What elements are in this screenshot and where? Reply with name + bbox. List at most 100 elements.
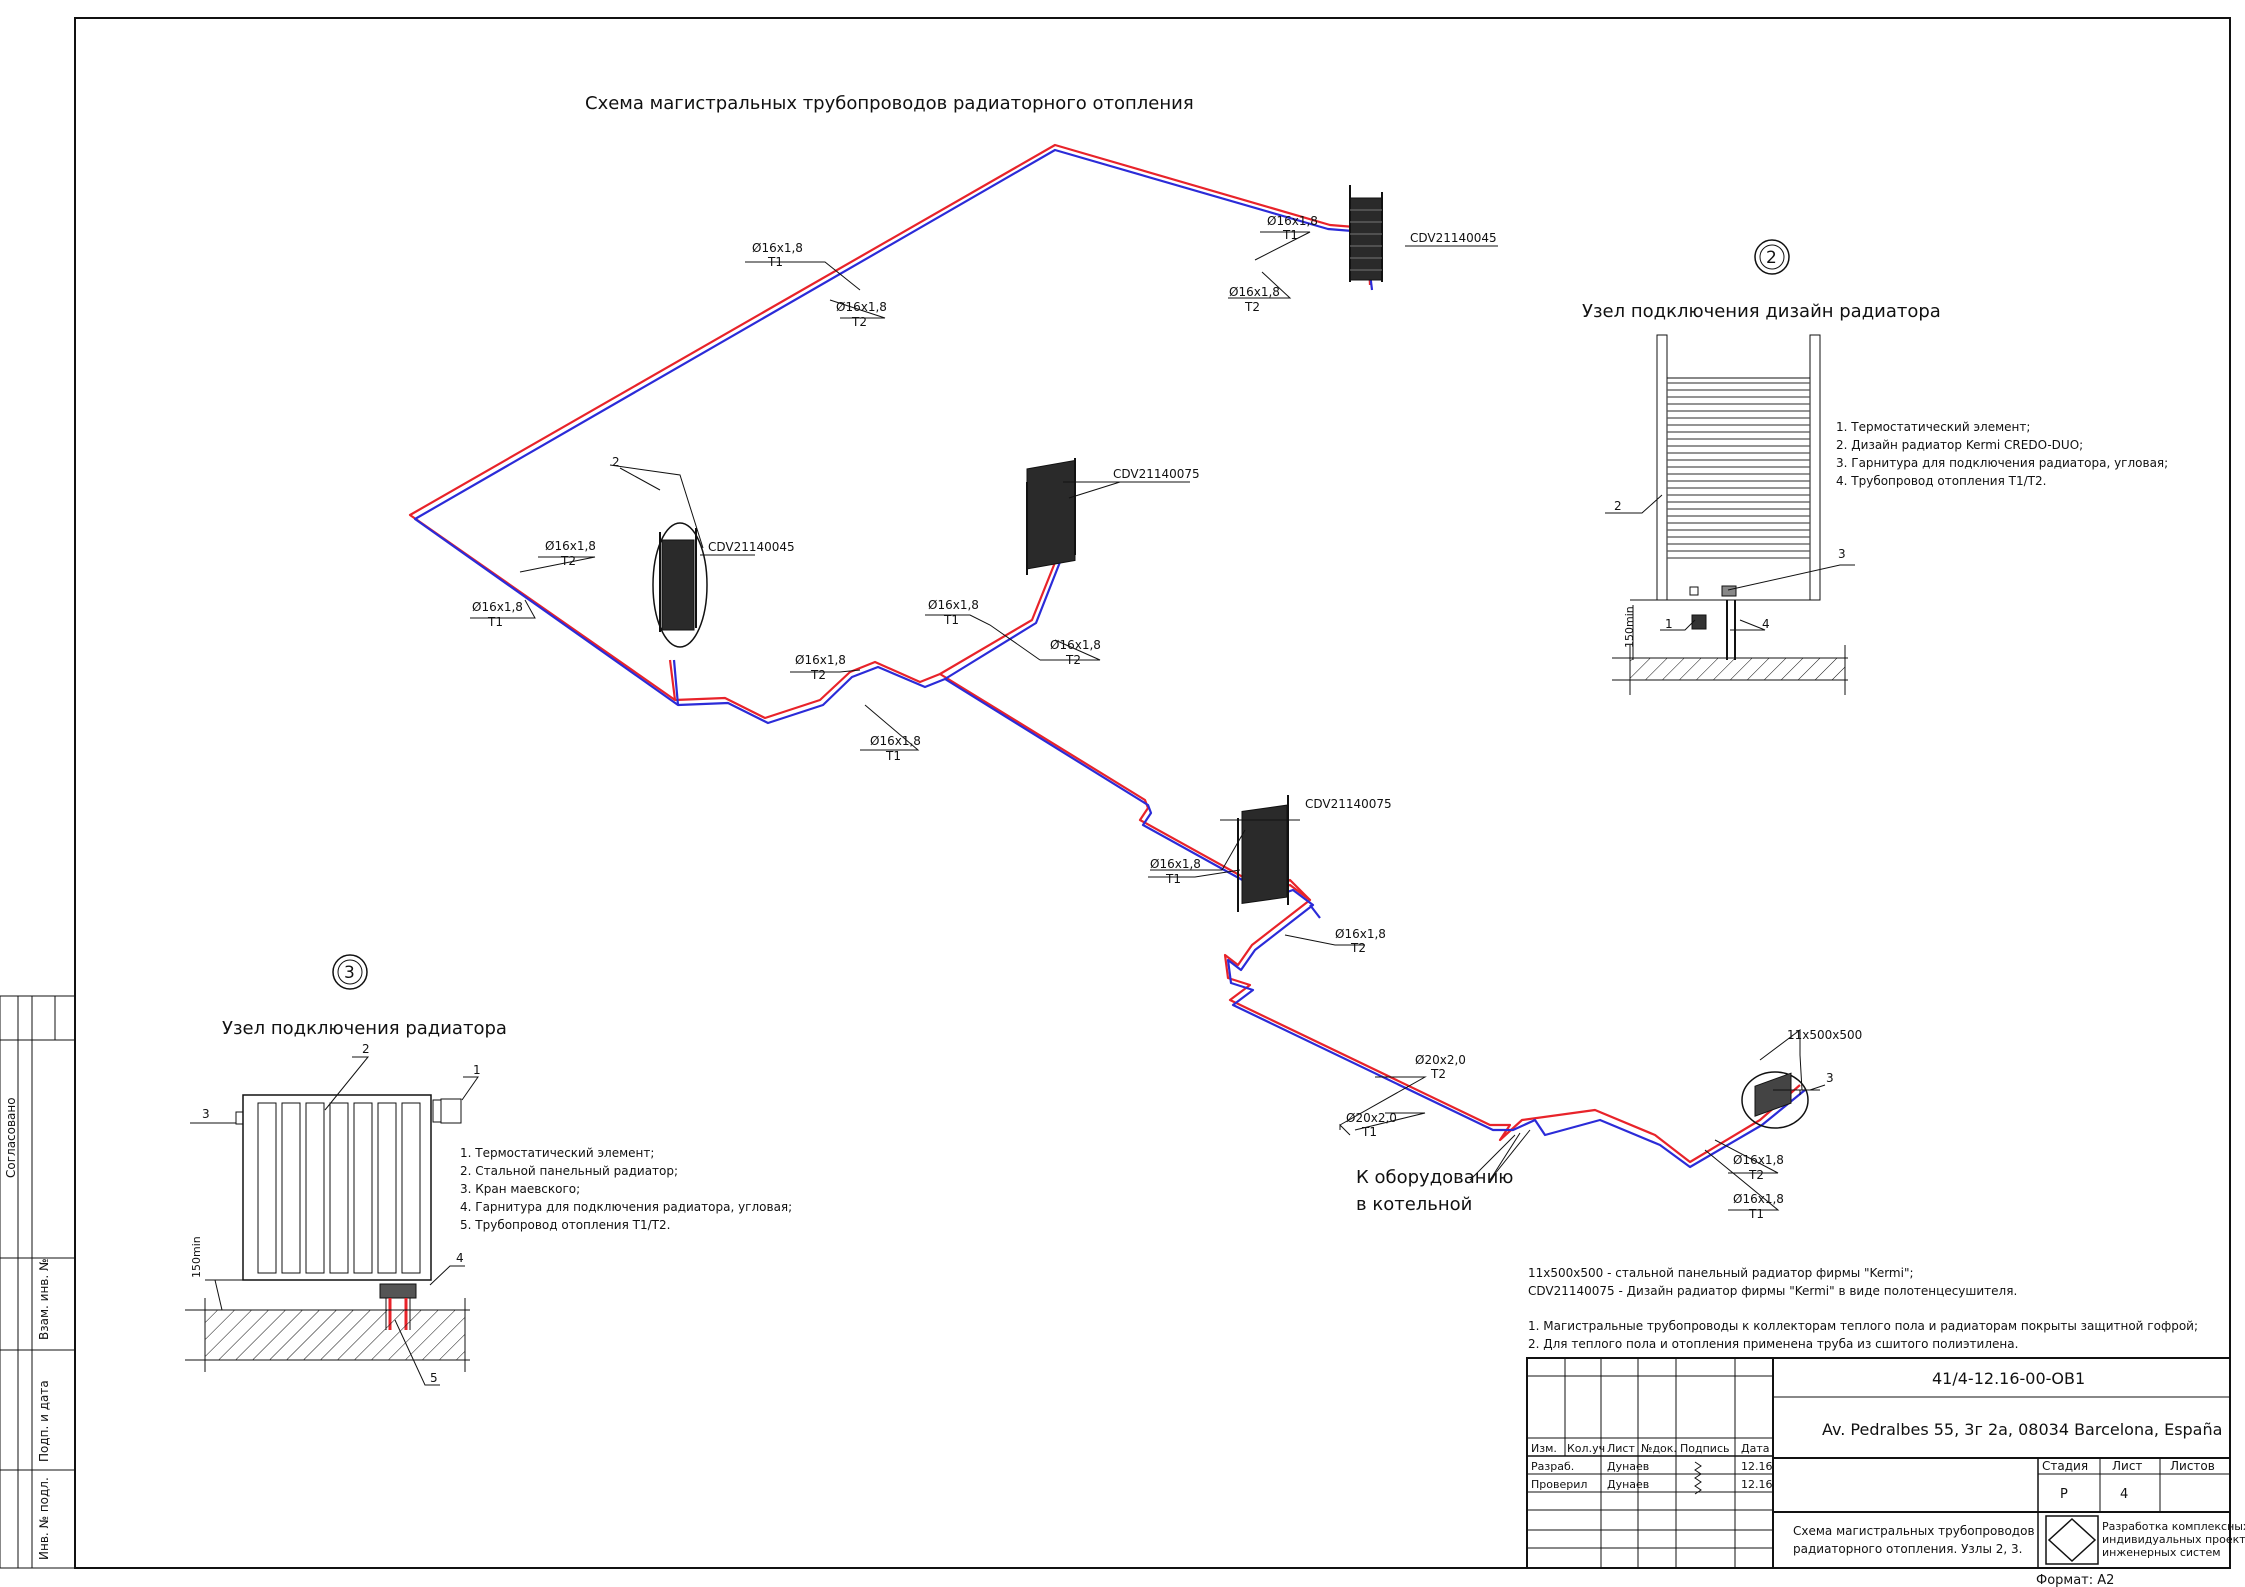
node2-number: 2	[1766, 248, 1777, 268]
pipe-label-4: Ø16x1,8T2	[1229, 285, 1280, 314]
svg-text:T2: T2	[1065, 653, 1081, 667]
tb-header-ndok: №док.	[1641, 1442, 1677, 1455]
node3-mark-3: 3	[202, 1107, 210, 1121]
svg-text:Ø16x1,8: Ø16x1,8	[1267, 214, 1318, 228]
svg-text:Ø16x1,8: Ø16x1,8	[870, 734, 921, 748]
pipe-label-14: Ø20x2,0T1	[1346, 1111, 1397, 1139]
node3-detail: 3 Узел подключения радиатора 150min 2 1	[185, 954, 792, 1386]
node3-mark-4: 4	[456, 1251, 464, 1265]
side-stamp-grid	[0, 996, 75, 1568]
svg-text:T1: T1	[767, 255, 783, 269]
radiator-label-middle: CDV21140075	[1305, 797, 1392, 811]
tb-date-1: 12.16	[1741, 1460, 1773, 1473]
leaders	[470, 231, 1820, 1211]
side-stamp-sign-date: Подп. и дата	[37, 1380, 51, 1462]
tb-header-sign: Подпись	[1680, 1442, 1729, 1455]
tb-signature-1	[1694, 1461, 1702, 1495]
supply-pipe	[408, 143, 1801, 1164]
tb-stage-header: Стадия	[2042, 1459, 2088, 1473]
general-note-1: 11x500x500 - стальной панельный радиатор…	[1528, 1266, 1914, 1280]
svg-text:T1: T1	[1165, 872, 1181, 886]
radiator-label-left: CDV21140045	[708, 540, 795, 554]
general-note-3: 1. Магистральные трубопроводы к коллекто…	[1528, 1319, 2198, 1333]
tb-drawing-title-2: радиаторного отопления. Узлы 2, 3.	[1793, 1542, 2022, 1556]
svg-text:T2: T2	[1748, 1168, 1764, 1182]
return-pipe	[413, 148, 1806, 1169]
radiator-top-right	[1349, 185, 1383, 282]
svg-text:Ø20x2,0: Ø20x2,0	[1415, 1053, 1466, 1067]
svg-text:Ø16x1,8: Ø16x1,8	[1050, 638, 1101, 652]
frame	[74, 17, 2231, 1569]
tb-sheet: 4	[2120, 1487, 2128, 1502]
svg-text:Ø16x1,8: Ø16x1,8	[472, 600, 523, 614]
scheme-mark-2: 2	[612, 455, 620, 469]
tb-format: Формат: А2	[2036, 1573, 2114, 1587]
pipe-label-2: Ø16x1,8T2	[836, 300, 887, 329]
svg-text:Ø16x1,8: Ø16x1,8	[928, 598, 979, 612]
pipe-label-6: Ø16x1,8T1	[472, 600, 523, 629]
node3-number: 3	[344, 963, 355, 983]
node2-note-3: 3. Гарнитура для подключения радиатора, …	[1836, 456, 2168, 470]
svg-text:Ø16x1,8: Ø16x1,8	[545, 539, 596, 553]
svg-text:T2: T2	[1430, 1067, 1446, 1081]
radiator-label-panel: 11x500x500	[1787, 1028, 1862, 1042]
main-title: Схема магистральных трубопроводов радиат…	[585, 93, 1194, 114]
node2-note-4: 4. Трубопровод отопления T1/T2.	[1836, 474, 2046, 488]
node2-mark-2: 2	[1614, 499, 1622, 513]
svg-text:T1: T1	[1748, 1207, 1764, 1221]
node2-mark-4: 4	[1762, 617, 1770, 631]
node3-note-3: 3. Кран маевского;	[460, 1182, 580, 1196]
svg-text:Ø16x1,8: Ø16x1,8	[1150, 857, 1201, 871]
node2-title: Узел подключения дизайн радиатора	[1582, 301, 1941, 322]
tb-drawing-title-1: Схема магистральных трубопроводов	[1793, 1524, 2035, 1538]
tb-name-1: Дунаев	[1607, 1460, 1649, 1473]
general-note-4: 2. Для теплого пола и отопления применен…	[1528, 1337, 2018, 1351]
svg-text:T1: T1	[943, 613, 959, 627]
tb-sheets-header: Листов	[2170, 1459, 2215, 1473]
scheme-mark-3: 3	[1826, 1071, 1834, 1085]
radiator-label-mid-top: CDV21140075	[1113, 467, 1200, 481]
radiator-mid-top	[1026, 458, 1076, 575]
tb-code: 41/4-12.16-00-ОВ1	[1932, 1369, 2085, 1388]
svg-text:Ø16x1,8: Ø16x1,8	[836, 300, 887, 314]
side-stamp-frame	[0, 995, 76, 1569]
pipe-label-7: Ø16x1,8T2	[795, 653, 846, 682]
pipe-label-13: Ø20x2,0T2	[1415, 1053, 1466, 1081]
pipe-label-9: Ø16x1,8T1	[928, 598, 979, 627]
pipe-label-3: Ø16x1,8T1	[1267, 214, 1318, 242]
svg-text:T1: T1	[885, 749, 901, 763]
node3-mark-2: 2	[362, 1042, 370, 1056]
pipe-label-16: Ø16x1,8T1	[1733, 1192, 1784, 1221]
svg-text:T2: T2	[810, 668, 826, 682]
side-stamp-agreed: Согласовано	[4, 1097, 18, 1178]
svg-text:T2: T2	[1244, 300, 1260, 314]
pipe-label-8: Ø16x1,8T1	[870, 734, 921, 763]
svg-text:T2: T2	[560, 554, 576, 568]
svg-text:T2: T2	[1350, 941, 1366, 955]
node2-mark-1: 1	[1665, 617, 1673, 631]
pipe-label-12: Ø16x1,8T2	[1335, 927, 1386, 955]
node3-mark-1: 1	[473, 1063, 481, 1077]
tb-address: Av. Pedralbes 55, 3г 2a, 08034 Barcelona…	[1822, 1420, 2222, 1439]
tb-role-1: Разраб.	[1531, 1460, 1574, 1473]
node3-note-4: 4. Гарнитура для подключения радиатора, …	[460, 1200, 792, 1214]
tb-name-2: Дунаев	[1607, 1478, 1649, 1491]
tb-header-koluch: Кол.уч	[1567, 1442, 1605, 1455]
node2-mark-3: 3	[1838, 547, 1846, 561]
node3-mark-5: 5	[430, 1371, 438, 1385]
svg-text:Ø16x1,8: Ø16x1,8	[752, 241, 803, 255]
radiator-panel-encircled	[1741, 1071, 1809, 1129]
general-note-2: CDV21140075 - Дизайн радиатор фирмы "Ker…	[1528, 1284, 2017, 1298]
side-stamp-orig-inv: Инв. № подл.	[37, 1477, 51, 1560]
pipe-label-10: Ø16x1,8T2	[1050, 638, 1101, 667]
tb-header-list: Лист	[1607, 1442, 1635, 1455]
svg-text:Ø20x2,0: Ø20x2,0	[1346, 1111, 1397, 1125]
node2-note-2: 2. Дизайн радиатор Kermi CREDO-DUO;	[1836, 438, 2083, 452]
pipe-label-11: Ø16x1,8T1	[1150, 857, 1201, 886]
boiler-note-line1: К оборудованию	[1356, 1167, 1513, 1188]
svg-text:Ø16x1,8: Ø16x1,8	[1335, 927, 1386, 941]
node2-dim: 150min	[1623, 606, 1636, 648]
svg-text:Ø16x1,8: Ø16x1,8	[1733, 1192, 1784, 1206]
svg-text:T1: T1	[487, 615, 503, 629]
tb-date-2: 12.16	[1741, 1478, 1773, 1491]
